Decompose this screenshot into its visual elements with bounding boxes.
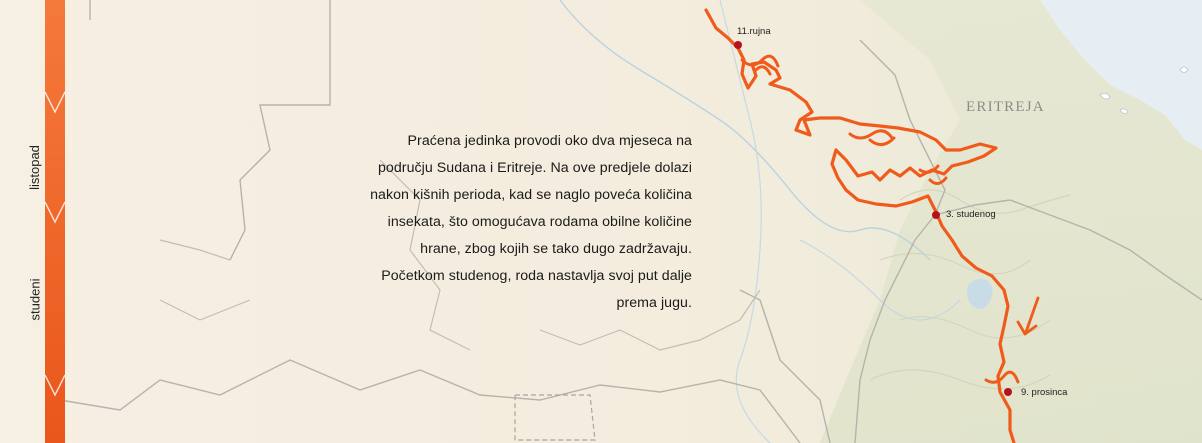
date-marker-2[interactable] (932, 211, 940, 219)
story-text: Praćena jedinka provodi oko dva mjeseca … (300, 128, 692, 317)
story-line: Praćena jedinka provodi oko dva mjeseca … (407, 133, 692, 149)
border-egypt-sudan (89, 0, 331, 261)
highland-texture (869, 189, 1071, 390)
direction-arrow-icon (1016, 296, 1040, 336)
story-line: insekata, što omogućava rodama obilne ko… (387, 214, 692, 230)
country-label-eritrea: ERITREJA (966, 99, 1045, 115)
river-atbara (559, 0, 931, 261)
date-marker-3[interactable] (1004, 388, 1012, 396)
date-label: 3. studenog (946, 209, 996, 220)
river-nile (719, 0, 771, 443)
border-sudan-eritrea (854, 39, 946, 443)
border-eritrea-ethiopia (934, 199, 1202, 301)
border-blue-nile (739, 289, 831, 443)
lake-tana (966, 278, 993, 309)
border-darfur (379, 159, 471, 351)
red-sea (1040, 0, 1202, 150)
border-kordofan (539, 289, 761, 351)
stork-track (704, 8, 1016, 443)
date-label: 11.rujna (737, 26, 771, 37)
border-abyei (514, 394, 596, 441)
date-label: 9. prosinca (1021, 387, 1068, 398)
story-line: području Sudana i Eritreje. Na ove predj… (377, 160, 692, 176)
border-west (159, 239, 251, 321)
coast-islands (1099, 66, 1189, 114)
date-marker-1[interactable] (734, 41, 742, 49)
timeline-rail (44, 0, 66, 443)
highland-shading (820, 0, 1202, 443)
story-line: prema jugu. (616, 295, 692, 311)
story-line: hrane, zbog kojih se tako dugo zadržavaj… (420, 241, 692, 257)
stork-track-loops (740, 54, 1020, 384)
border-sudan-south (59, 359, 801, 443)
story-line: nakon kišnih perioda, kad se naglo poveć… (370, 187, 692, 203)
story-line: Početkom studenog, roda nastavlja svoj p… (381, 268, 692, 284)
river-setit (799, 239, 961, 321)
